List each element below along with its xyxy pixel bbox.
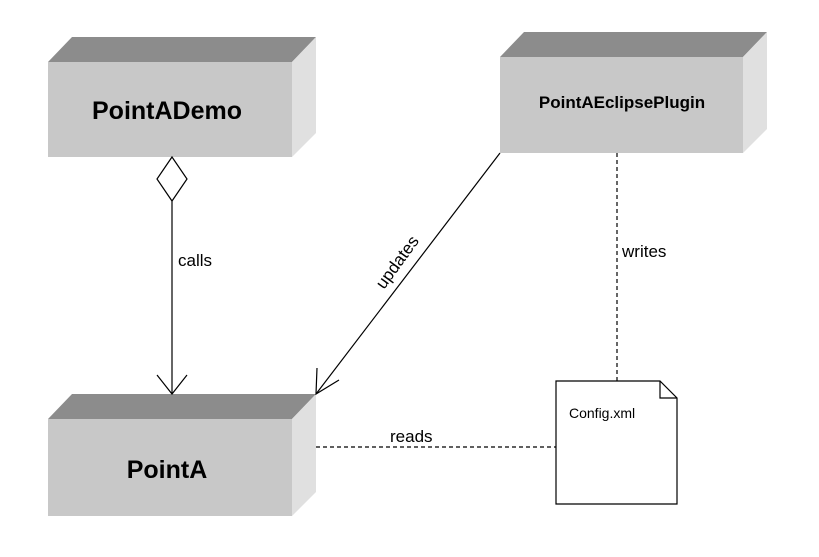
edge-writes[interactable]: writes bbox=[616, 153, 666, 381]
node-side-face bbox=[292, 37, 316, 157]
node-side-face bbox=[743, 32, 767, 153]
node-front-face bbox=[48, 62, 292, 157]
edge-label-updates: updates bbox=[372, 232, 423, 292]
edge-label-calls: calls bbox=[178, 251, 212, 270]
node-label-pointaeclipseplugin: PointAEclipsePlugin bbox=[539, 93, 705, 112]
edge-label-writes: writes bbox=[621, 242, 666, 261]
node-side-face bbox=[292, 394, 316, 516]
document-icon bbox=[555, 380, 678, 505]
node-top-face bbox=[48, 394, 316, 419]
node-label-pointa: PointA bbox=[127, 456, 208, 484]
edge-calls[interactable]: calls bbox=[156, 155, 212, 395]
edge-reads[interactable]: reads bbox=[316, 427, 556, 448]
edge-label-reads: reads bbox=[390, 427, 433, 446]
folded-corner bbox=[659, 381, 677, 399]
node-front-face bbox=[500, 57, 743, 153]
node-pointademo[interactable]: PointADemo bbox=[48, 37, 316, 157]
aggregation-diamond-icon bbox=[156, 155, 188, 203]
node-label-pointademo: PointADemo bbox=[92, 97, 242, 125]
open-arrowhead-icon bbox=[156, 374, 188, 395]
artifact-label: Config.xml bbox=[569, 405, 635, 421]
edge-updates[interactable]: updates bbox=[315, 152, 501, 396]
node-top-face bbox=[48, 37, 316, 62]
node-pointa[interactable]: PointA bbox=[48, 394, 316, 516]
open-arrowhead-icon bbox=[315, 367, 340, 396]
edge-line bbox=[315, 152, 501, 395]
node-top-face bbox=[500, 32, 767, 57]
node-front-face bbox=[48, 419, 292, 516]
artifact-config-xml[interactable]: Config.xml bbox=[555, 380, 678, 505]
node-pointaeclipseplugin[interactable]: PointAEclipsePlugin bbox=[500, 32, 767, 153]
